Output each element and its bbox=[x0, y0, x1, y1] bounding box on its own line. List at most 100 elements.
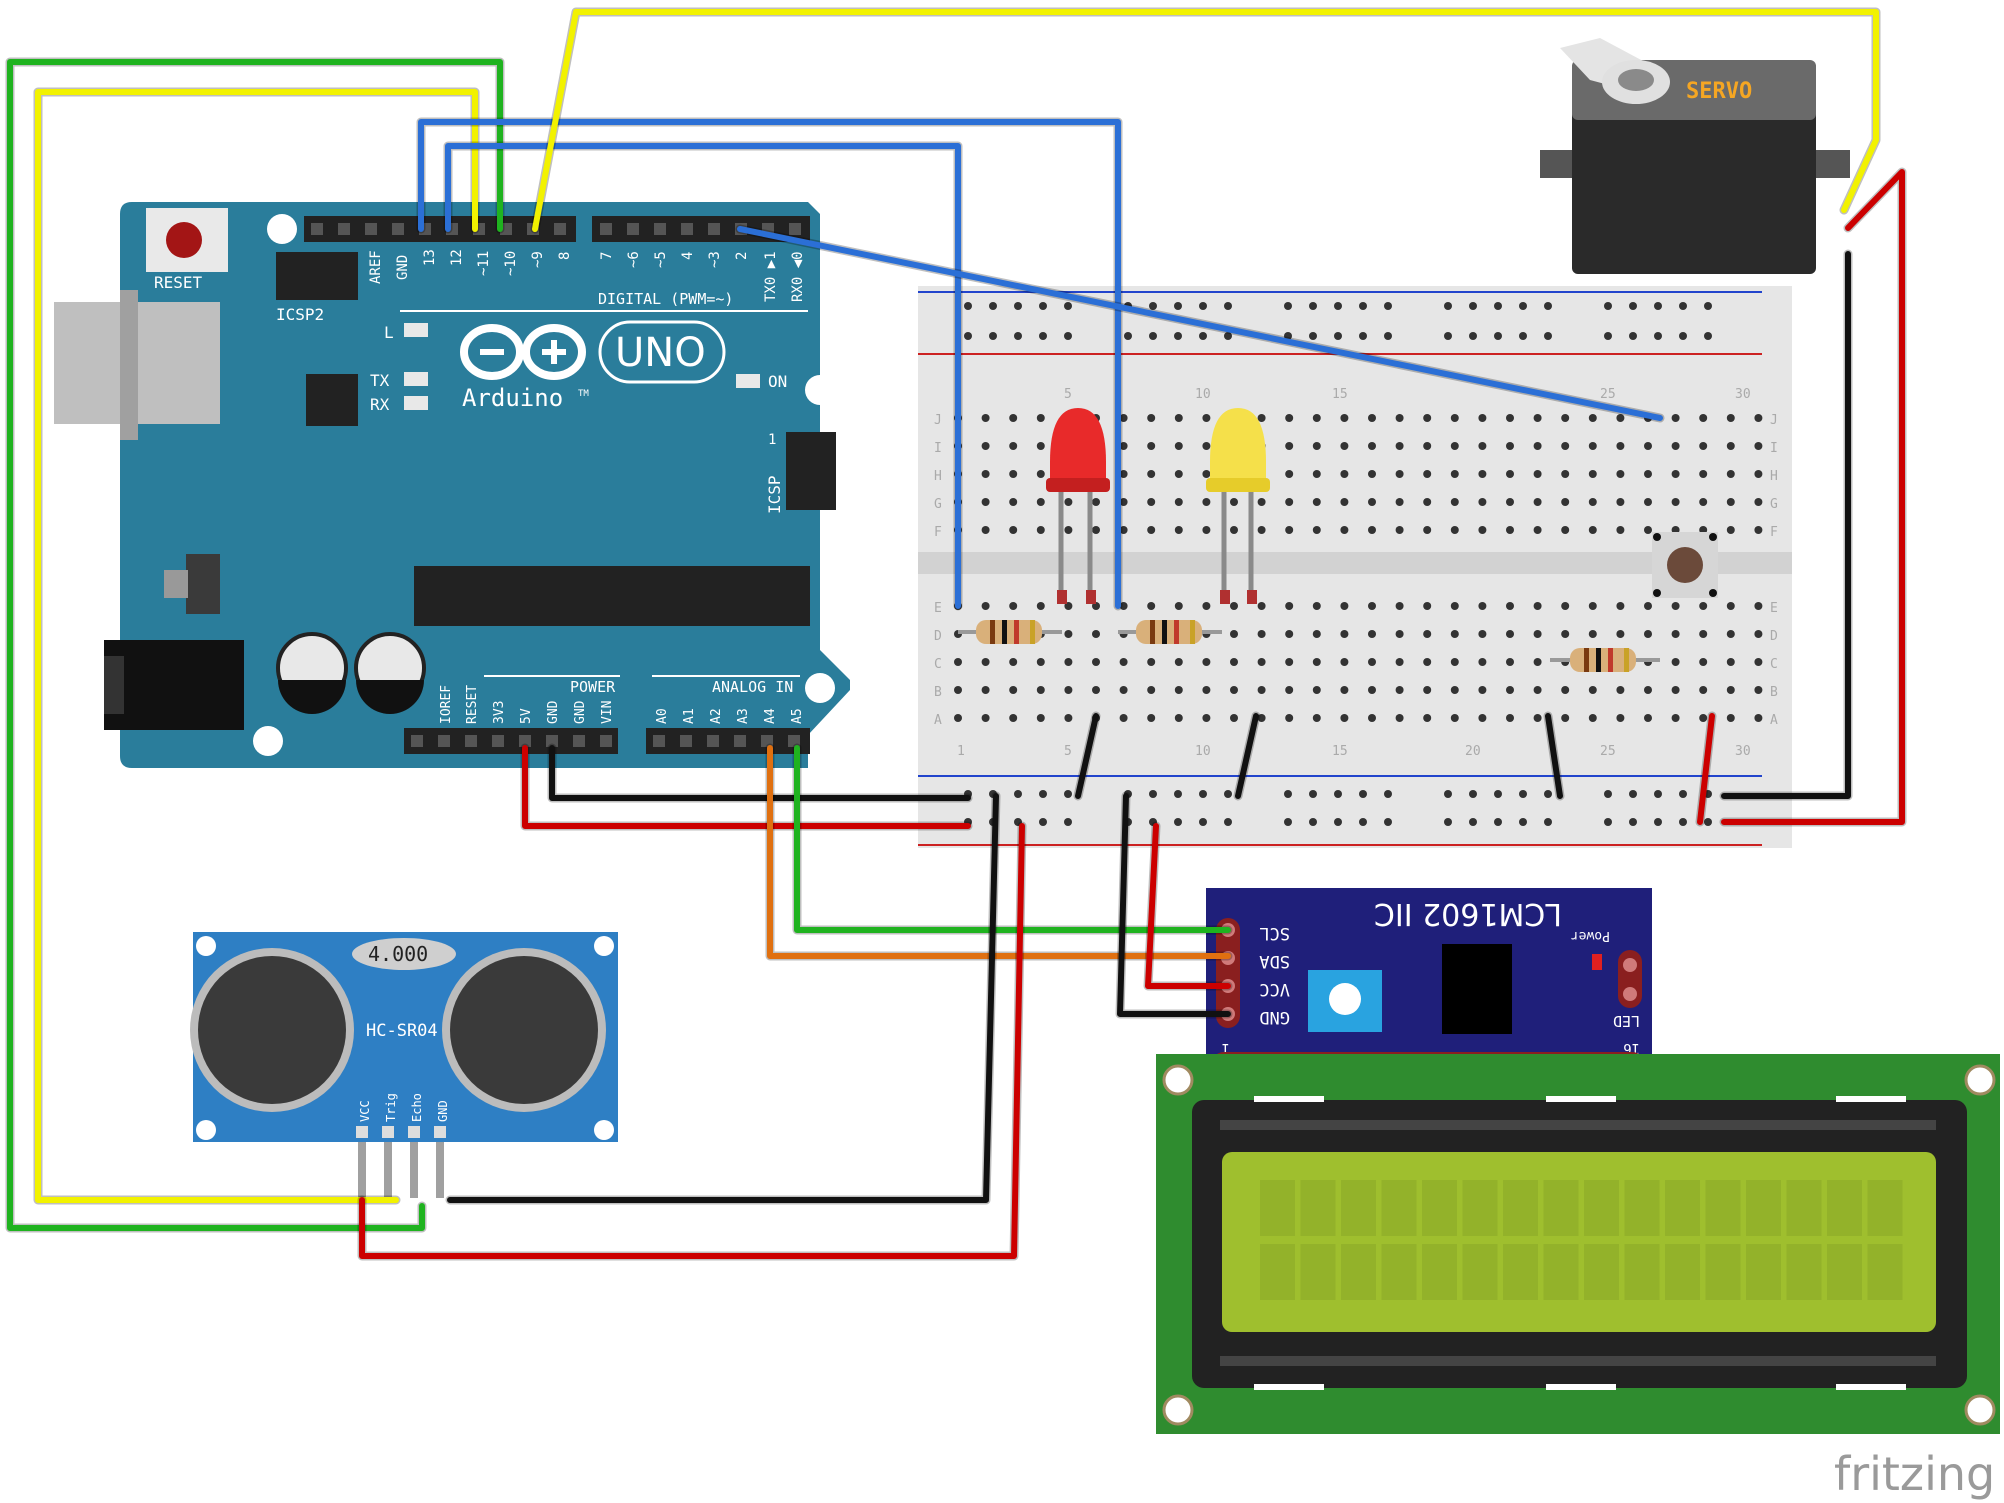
breadboard-hole bbox=[1616, 630, 1625, 638]
push-button[interactable] bbox=[1652, 532, 1718, 598]
pin-label: ~3 bbox=[707, 251, 723, 268]
uno-label: UNO bbox=[615, 330, 706, 376]
breadboard-hole bbox=[1588, 686, 1597, 694]
breadboard-hole bbox=[1506, 526, 1514, 534]
breadboard-hole bbox=[1257, 498, 1266, 506]
rail-hole bbox=[1384, 302, 1392, 310]
hc-sr04-ultrasonic-sensor: 4.000 HC-SR04 VCC Trig Echo GND bbox=[190, 932, 618, 1198]
breadboard-hole bbox=[1368, 602, 1376, 610]
led-l bbox=[404, 323, 428, 337]
rail-hole bbox=[1224, 818, 1232, 826]
breadboard-hole bbox=[1395, 602, 1404, 610]
power-jack bbox=[104, 640, 244, 730]
i2c-title: LCM1602 IIC bbox=[1374, 896, 1562, 931]
breadboard-hole bbox=[1726, 526, 1735, 534]
rail-hole bbox=[1544, 332, 1552, 340]
breadboard-hole bbox=[1533, 498, 1542, 506]
breadboard-hole bbox=[1644, 470, 1652, 478]
rail-hole bbox=[1444, 790, 1452, 798]
breadboard-hole bbox=[1064, 498, 1073, 506]
reset-button-cap[interactable] bbox=[166, 222, 202, 258]
breadboard-hole bbox=[1478, 658, 1487, 666]
breadboard-hole bbox=[1699, 602, 1708, 610]
icsp-header bbox=[786, 432, 836, 510]
rail-hole bbox=[1359, 818, 1367, 826]
sensor-pin-gnd: GND bbox=[436, 1100, 450, 1122]
lcd-cell bbox=[1260, 1244, 1295, 1300]
lcd-cell bbox=[1462, 1244, 1498, 1300]
breadboard-hole bbox=[1147, 470, 1156, 478]
rail-hole bbox=[1604, 790, 1612, 798]
breadboard-hole bbox=[1340, 526, 1349, 534]
breadboard-hole bbox=[1064, 714, 1073, 722]
rail-hole bbox=[1654, 302, 1662, 310]
pin-label: ~6 bbox=[626, 251, 642, 268]
breadboard-hole bbox=[1726, 714, 1735, 722]
rail-hole bbox=[1519, 790, 1527, 798]
mounting-hole bbox=[594, 936, 614, 956]
breadboard-hole bbox=[1285, 498, 1294, 506]
breadboard-hole bbox=[1561, 714, 1570, 722]
breadboard-hole bbox=[1340, 498, 1349, 506]
i2c-pin-header bbox=[1216, 918, 1240, 1028]
mounting-hole bbox=[1162, 1064, 1194, 1096]
power-label: POWER bbox=[570, 678, 616, 696]
breadboard-hole bbox=[1423, 414, 1432, 422]
lcd-cell bbox=[1746, 1180, 1781, 1236]
header-pin bbox=[411, 735, 423, 747]
breadboard-hole bbox=[1450, 658, 1459, 666]
lcd-cell bbox=[1584, 1244, 1619, 1300]
breadboard-hole bbox=[1423, 442, 1432, 450]
breadboard-hole bbox=[1754, 442, 1763, 450]
rail-hole bbox=[1679, 790, 1687, 798]
breadboard-hole bbox=[1147, 714, 1156, 722]
breadboard-hole bbox=[1671, 686, 1680, 694]
breadboard-hole bbox=[1754, 602, 1763, 610]
breadboard-hole bbox=[1147, 442, 1156, 450]
rail-hole bbox=[1629, 302, 1637, 310]
breadboard-hole bbox=[1036, 686, 1045, 694]
row-letter: B bbox=[1770, 685, 1778, 700]
rail-hole bbox=[1654, 332, 1662, 340]
breadboard-hole bbox=[1533, 442, 1542, 450]
fritzing-watermark: fritzing bbox=[1834, 1447, 1995, 1501]
breadboard-hole bbox=[1092, 686, 1100, 694]
rail-hole bbox=[1284, 332, 1292, 340]
i2c-pin-gnd: GND bbox=[1259, 1007, 1290, 1027]
rail-hole bbox=[1014, 790, 1022, 798]
breadboard-hole bbox=[1478, 498, 1487, 506]
pin-label: IOREF bbox=[439, 685, 454, 724]
breadboard-hole bbox=[1119, 658, 1128, 666]
rail-hole bbox=[1384, 332, 1392, 340]
breadboard-hole bbox=[1340, 658, 1349, 666]
rail-hole bbox=[1519, 332, 1527, 340]
breadboard-hole bbox=[1174, 498, 1183, 506]
breadboard-hole bbox=[1257, 630, 1266, 638]
breadboard-hole bbox=[1009, 414, 1018, 422]
pin-label: 3V3 bbox=[492, 701, 507, 724]
led-tx bbox=[404, 372, 428, 386]
breadboard-hole bbox=[1285, 658, 1294, 666]
breadboard-hole bbox=[1174, 714, 1183, 722]
pin-label: VIN bbox=[600, 701, 615, 724]
rail-hole bbox=[1199, 818, 1207, 826]
blue-wire-pin12-to-breadboard bbox=[445, 143, 961, 609]
breadboard-hole bbox=[1423, 470, 1432, 478]
header-pin bbox=[600, 735, 612, 747]
row-letter: J bbox=[934, 413, 942, 428]
rail-hole bbox=[1174, 790, 1182, 798]
breadboard-hole bbox=[1423, 526, 1432, 534]
rail-hole bbox=[1309, 790, 1317, 798]
pin-label: A3 bbox=[736, 708, 751, 724]
mounting-hole bbox=[267, 214, 297, 244]
breadboard-hole bbox=[1478, 414, 1487, 422]
lcd-cell bbox=[1665, 1180, 1700, 1236]
breadboard-hole bbox=[1588, 442, 1597, 450]
red-led bbox=[1046, 408, 1110, 604]
row-letter: J bbox=[1770, 413, 1778, 428]
breadboard-hole bbox=[1230, 602, 1238, 610]
rail-hole bbox=[1124, 332, 1132, 340]
breadboard-hole bbox=[1064, 686, 1073, 694]
breadboard-hole bbox=[1616, 470, 1625, 478]
led-l-label: L bbox=[384, 323, 394, 342]
